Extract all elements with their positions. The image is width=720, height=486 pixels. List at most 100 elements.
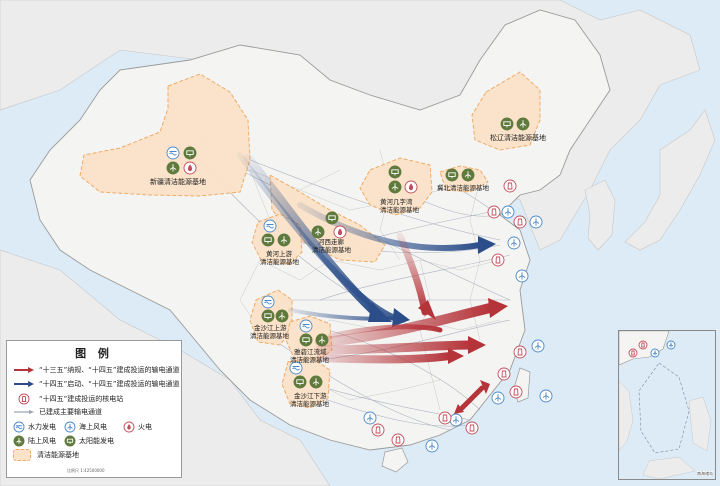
solar-icon <box>64 435 76 447</box>
legend-row-existing-line: 已建成主要输电通道 <box>13 407 102 417</box>
thermal-icon <box>123 421 135 433</box>
legend-row-red-arrow: “十三五”纳规、“十四五”建成投运的输电通道 <box>13 365 180 375</box>
red-arrow-head-2 <box>488 298 508 318</box>
legend-title: 图 例 <box>75 347 113 360</box>
legend-nuclear-text: “十四五”建成投运的核电站 <box>39 395 124 403</box>
legend-existing-line-text: 已建成主要输电通道 <box>39 408 102 416</box>
base-swatch <box>13 449 31 461</box>
nuclear-icon <box>487 205 501 219</box>
legend-blue-arrow-text: “十四五”启动、“十四五”建成投运的输电通道 <box>39 380 180 388</box>
solar-icon <box>500 117 514 131</box>
hydro-icon <box>263 219 277 233</box>
offshore-wind-icon <box>539 389 553 403</box>
offshore-wind-icon <box>531 339 545 353</box>
offshore-wind-icon <box>491 391 505 405</box>
solar-icon <box>261 309 275 323</box>
red-arrow-head-1 <box>418 300 436 320</box>
korea-peninsula <box>584 179 616 251</box>
onshore-wind-icon <box>315 333 329 347</box>
legend-base-text: 清洁能源基地 <box>37 451 79 459</box>
onshore-wind-icon <box>388 180 402 194</box>
solar-icon <box>299 333 313 347</box>
onshore-wind-icon <box>13 435 25 447</box>
legend: 图 例 “十三五”纳规、“十四五”建成投运的输电通道 “十四五”启动、“十四五”… <box>6 340 182 478</box>
nuclear-icon <box>628 348 638 358</box>
transmission-arrows <box>237 152 508 414</box>
blue-arrow-jinsha <box>288 308 402 321</box>
blue-arrow-xinjiang-mid <box>237 152 398 321</box>
nuclear-icon <box>513 215 527 229</box>
legend-row-icons-1: 水力发电 海上风电 火电 <box>13 421 152 433</box>
offshore-wind-icon <box>666 340 676 350</box>
nuclear-icon <box>503 179 517 193</box>
red-arrow-sw-3 <box>316 352 454 364</box>
nuclear-icon <box>371 423 385 437</box>
solar-icon <box>64 435 76 447</box>
red-arrow-swatch <box>14 367 34 373</box>
legend-red-arrow-text: “十三五”纳规、“十四五”建成投运的输电通道 <box>39 366 180 374</box>
base-label-jinsha-lower: 金沙江下游清洁能源基地 <box>290 391 330 408</box>
base-label-yalong: 雅砻江流域清洁能源基地 <box>290 347 330 364</box>
offshore-wind-icon <box>529 215 543 229</box>
nuclear-icon <box>391 433 405 447</box>
offshore-wind-icon <box>363 411 377 425</box>
onshore-wind-icon <box>166 161 180 175</box>
base-label-hexi: 河西走廊清洁能源基地 <box>312 237 352 254</box>
solar-icon <box>293 375 307 389</box>
onshore-wind-icon <box>309 375 323 389</box>
offshore-wind-icon <box>507 236 521 250</box>
base-area-xinjiang <box>79 73 251 197</box>
power-icons <box>166 117 553 453</box>
nuclear-icon <box>465 421 479 435</box>
inset-map <box>618 330 715 480</box>
base-area-songliao <box>471 71 541 151</box>
hydro-icon <box>261 295 275 309</box>
legend-onshore-text: 陆上风电 <box>28 437 56 445</box>
solar-icon <box>388 165 402 179</box>
onshore-wind-icon <box>13 435 25 447</box>
hydro-icon <box>299 319 313 333</box>
onshore-wind-icon <box>461 168 475 182</box>
offshore-wind-icon <box>650 348 660 358</box>
nuclear-icon <box>491 253 505 267</box>
base-label-jibei: 冀北清洁能源基地 <box>437 183 490 192</box>
red-arrow-head-5 <box>480 380 490 394</box>
blue-arrow-swatch <box>14 381 34 387</box>
legend-row-nuclear: “十四五”建成投运的核电站 <box>13 393 123 405</box>
hydro-icon <box>166 146 180 160</box>
base-label-huanghe-upstream: 黄河上游清洁能源基地 <box>260 249 300 266</box>
red-arrow-fujian-guangdong <box>459 385 485 411</box>
legend-row-blue-arrow: “十四五”启动、“十四五”建成投运的输电通道 <box>13 379 180 389</box>
base-label-xinjiang: 新疆清洁能源基地 <box>150 177 206 186</box>
hydro-icon <box>13 421 25 433</box>
solar-icon <box>183 146 197 160</box>
base-label-jinsha-upper: 金沙江上游清洁能源基地 <box>250 323 290 340</box>
inset-caption: 南海诸岛 <box>697 471 713 476</box>
solar-icon <box>261 233 275 247</box>
thermal-icon <box>123 421 135 433</box>
onshore-wind-icon <box>277 233 291 247</box>
nuclear-icon <box>438 411 452 425</box>
legend-hydro-text: 水力发电 <box>28 423 56 431</box>
thermal-icon <box>183 161 197 175</box>
south-china-sea-inset: 南海诸岛 <box>618 330 716 480</box>
scale-text: 比例尺 1:42500000 <box>67 468 105 473</box>
solar-icon <box>325 211 339 225</box>
hydro-icon <box>13 421 25 433</box>
red-arrow-head-4 <box>448 348 464 364</box>
red-arrow-head-6 <box>454 404 464 414</box>
legend-solar-text: 太阳能发电 <box>79 437 114 445</box>
onshore-wind-icon <box>311 225 325 239</box>
offshore-wind-icon <box>64 421 76 433</box>
offshore-wind-icon <box>501 205 515 219</box>
legend-row-base: 清洁能源基地 <box>13 449 79 461</box>
base-label-huanghe-jiziwan: 黄河几字湾清洁能源基地 <box>380 197 420 214</box>
red-arrow-head-3 <box>468 336 486 354</box>
thermal-icon <box>404 180 418 194</box>
onshore-wind-icon <box>516 117 530 131</box>
offshore-wind-icon <box>515 269 529 283</box>
nuclear-icon <box>497 367 511 381</box>
japan <box>624 109 716 251</box>
base-labels: 新疆清洁能源基地 松辽清洁能源基地 黄河几字湾清洁能源基地 冀北清洁能源基地 河… <box>150 133 546 408</box>
